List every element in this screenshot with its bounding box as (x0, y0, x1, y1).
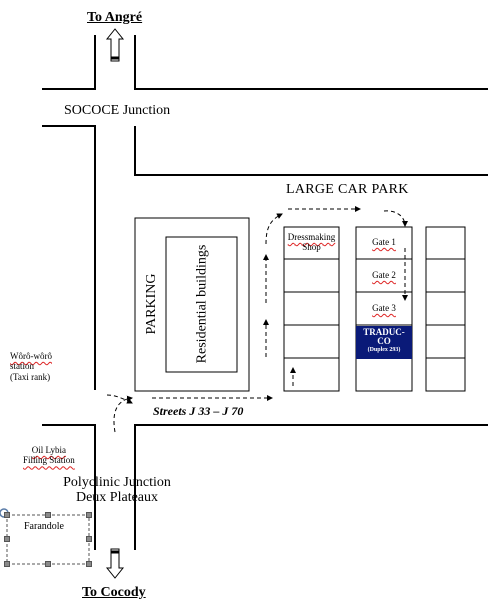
to-angre-label: To Angré (87, 10, 143, 25)
polyclinic-line-2: Deux Plateaux (75, 490, 159, 506)
parking-block (134, 217, 250, 392)
to-cocody-label: To Cocody (82, 585, 146, 600)
road-edge-left-lower (42, 424, 96, 550)
traducco-line-1: TRADUC- (363, 327, 405, 337)
woro-woro-station-label: Wôrô-wôrô station (Taxi rank) (10, 351, 52, 382)
route-curve-left (113, 395, 133, 433)
traducco-building: TRADUC- CO (Duplex 293) (356, 326, 412, 359)
residential-buildings-label: Residential buildings (194, 244, 210, 364)
resize-handle[interactable] (4, 536, 10, 542)
road-edge-right-top (134, 35, 488, 90)
resize-handle[interactable] (86, 561, 92, 567)
road-edge-right-lower (134, 424, 488, 550)
resize-handle[interactable] (86, 536, 92, 542)
residential-block (165, 236, 238, 373)
oil-lybia-label: Oil Lybia Filling Station (23, 445, 75, 466)
woro-line-2: station (10, 361, 34, 372)
resize-handle[interactable] (45, 512, 51, 518)
farandole-label[interactable]: Farandole (24, 521, 64, 532)
streets-label: Streets J 33 – J 70 (153, 404, 244, 418)
gate-1-label: Gate 1 (356, 237, 412, 247)
large-car-park-label: LARGE CAR PARK (286, 182, 409, 197)
polyclinic-junction-label: Polyclinic Junction Deux Plateaux (57, 475, 177, 506)
dressmaking-word: Dressmaking (287, 232, 336, 242)
dressmaking-shop-label: Dressmaking Shop (284, 232, 339, 253)
parking-label: PARKING (144, 273, 159, 335)
road-edge-left-top (42, 35, 96, 90)
resize-handle[interactable] (45, 561, 51, 567)
oil-line-2: Filling Station (23, 455, 75, 466)
road-edge-right-mid (134, 126, 488, 176)
resize-handle[interactable] (86, 512, 92, 518)
arrow-up-to-angre (105, 28, 125, 62)
gate-3-text: Gate 3 (372, 303, 396, 313)
resize-handle[interactable] (4, 561, 10, 567)
shop-word: Shop (302, 242, 321, 253)
sococe-junction-label: SOCOCE Junction (64, 103, 171, 118)
oil-line-1: Oil Lybia (31, 445, 66, 455)
gate-1-text: Gate 1 (372, 237, 396, 247)
woro-line-1: Wôrô-wôrô (10, 351, 52, 361)
road-edge-left-mid (42, 125, 96, 390)
resize-handle[interactable] (4, 512, 10, 518)
traducco-duplex: (Duplex 293) (367, 346, 401, 353)
gate-3-label: Gate 3 (356, 303, 412, 313)
woro-line-3: (Taxi rank) (10, 371, 51, 382)
traducco-line-2: CO (377, 336, 391, 347)
gate-2-text: Gate 2 (372, 270, 396, 280)
gate-2-label: Gate 2 (356, 270, 412, 280)
polyclinic-line-1: Polyclinic Junction (63, 475, 171, 490)
arrow-down-to-cocody (105, 548, 125, 579)
